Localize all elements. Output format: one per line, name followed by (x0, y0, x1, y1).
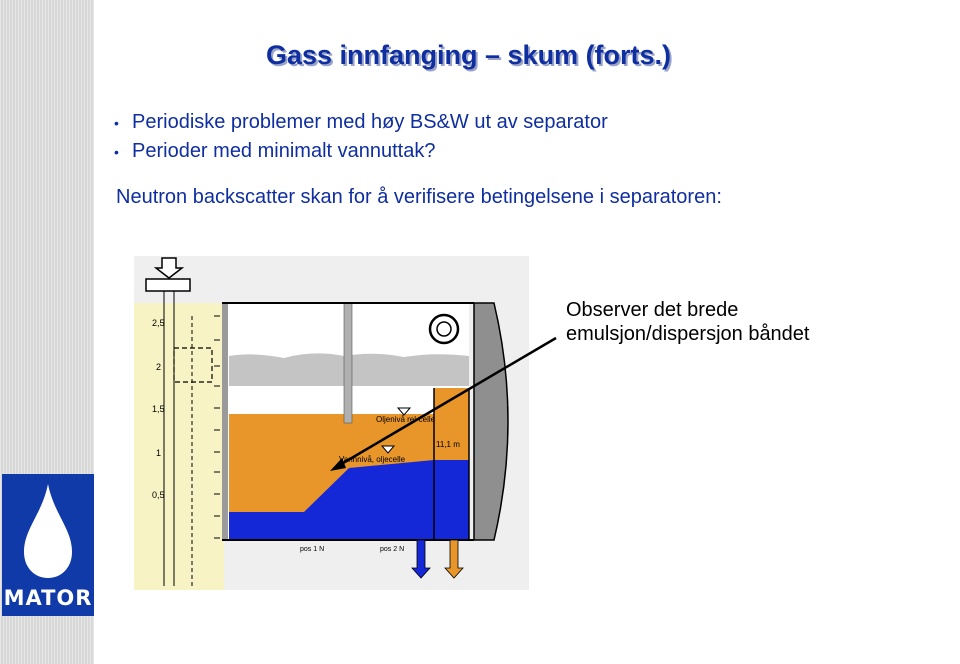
page-title: Gass innfanging – skum (forts.) (266, 40, 672, 70)
inlet-device-box (173, 347, 213, 383)
water-level-marker-icon (380, 445, 396, 454)
separator-diagram: 2,5 2 1,5 1 0,5 Oljenivå rel-celle Vannn… (134, 256, 529, 590)
bullet-icon: • (114, 144, 119, 160)
outlet-label: pos 1 N (300, 546, 324, 553)
bullet-item: • Periodiske problemer med høy BS&W ut av… (114, 108, 608, 137)
outlet-label: pos 2 N (380, 546, 404, 553)
water-outlet-arrow-icon (411, 539, 431, 579)
annotation-arrow-line (337, 336, 557, 468)
scale-ticks (214, 315, 220, 539)
inlet-arrow-icon (153, 257, 185, 279)
oil-level-label: Oljenivå rel-celle (376, 415, 436, 424)
arrowhead-icon (330, 458, 346, 471)
bullet-icon: • (114, 115, 119, 131)
observation-line-1: Observer det brede (566, 299, 739, 321)
observation-text: Observer det brede emulsjon/dispersjon b… (566, 298, 810, 346)
water-compartment (434, 460, 469, 540)
mator-logo: MATOR (2, 474, 94, 616)
inlet-baffle (222, 303, 228, 540)
bullet-list: • Periodiske problemer med høy BS&W ut av… (114, 108, 608, 166)
oil-level-marker-icon (396, 407, 412, 416)
scale-label: 1 (156, 448, 161, 458)
level-value-label: 11,1 m (436, 440, 460, 449)
logo-text: MATOR (3, 586, 93, 610)
scale-label: 2,5 (152, 318, 165, 328)
bullet-item: • Perioder med minimalt vannuttak? (114, 137, 608, 166)
bullet-text: Periodiske problemer med høy BS&W ut av … (132, 111, 608, 133)
vessel-end-cap (473, 302, 509, 541)
observation-line-2: emulsjon/dispersjon båndet (566, 323, 810, 345)
scale-label: 0,5 (152, 490, 165, 500)
scale-panel (134, 303, 224, 590)
water-level-label: Vannnivå, oljecelle (339, 455, 406, 464)
scale-label: 2 (156, 362, 161, 372)
water-drop-icon (24, 484, 72, 578)
bullet-text: Perioder med minimalt vannuttak? (132, 140, 436, 162)
water-layer (229, 460, 434, 540)
oil-outlet-arrow-icon (444, 539, 464, 579)
scale-label: 1,5 (152, 404, 165, 414)
inlet-flange (145, 278, 191, 292)
intro-text: Neutron backscatter skan for å verifiser… (116, 186, 722, 208)
separator-diagram-svg: 2,5 2 1,5 1 0,5 Oljenivå rel-celle Vannn… (134, 257, 509, 590)
